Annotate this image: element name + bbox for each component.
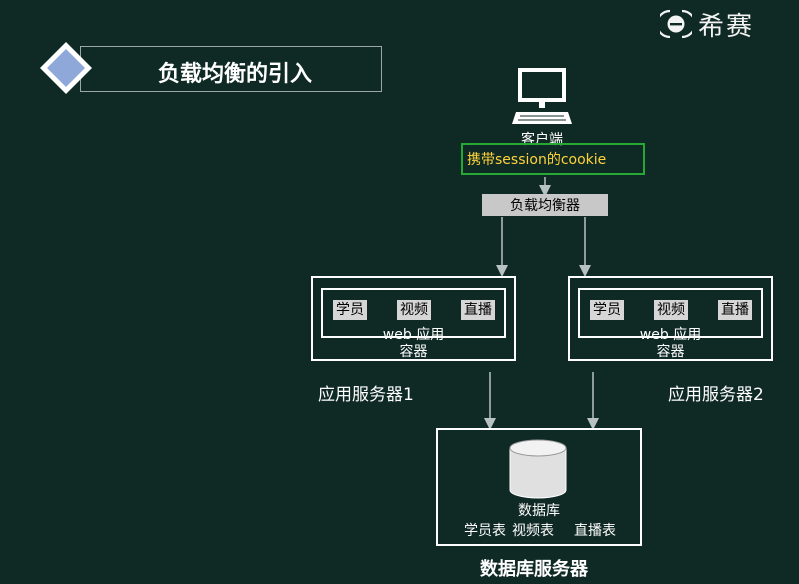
web-app-box-1: 学员 视频 直播 web 应用 — [321, 288, 506, 343]
title-bar — [80, 46, 382, 92]
cookie-note-box: 携带session的cookie — [461, 143, 645, 175]
module-chip: 视频 — [654, 300, 688, 320]
diamond-bullet-icon — [40, 42, 92, 94]
module-chip: 学员 — [590, 300, 624, 320]
module-chip: 学员 — [333, 300, 367, 320]
client-computer-icon — [512, 68, 572, 124]
app-server-2: 学员 视频 直播 web 应用 容器 — [568, 276, 773, 361]
container-label: 容器 — [399, 344, 428, 360]
database-cylinder-icon — [509, 439, 567, 499]
web-app-label: web 应用 — [639, 327, 702, 343]
slide-title: 负载均衡的引入 — [158, 62, 313, 87]
module-chip: 直播 — [461, 300, 495, 320]
database-server-box: 数据库 学员表视频表 直播表 — [436, 428, 642, 546]
table-item: 学员表 — [464, 523, 506, 539]
app-server-2-caption: 应用服务器2 — [668, 385, 764, 405]
web-app-box-2: 学员 视频 直播 web 应用 — [578, 288, 763, 343]
brand-name: 希赛 — [698, 11, 755, 42]
app-server-1: 学员 视频 直播 web 应用 容器 — [311, 276, 516, 361]
app-server-1-caption: 应用服务器1 — [318, 385, 414, 405]
module-chip: 直播 — [718, 300, 752, 320]
load-balancer-label: 负载均衡器 — [510, 198, 580, 214]
module-chip: 视频 — [397, 300, 431, 320]
cookie-note-text: 携带session的cookie — [467, 152, 607, 168]
table-item: 视频表 — [512, 523, 554, 539]
table-item: 直播表 — [574, 523, 616, 539]
web-app-label: web 应用 — [382, 327, 445, 343]
database-server-caption: 数据库服务器 — [480, 559, 588, 580]
slide-title-block: 负载均衡的引入 — [30, 38, 382, 100]
database-label: 数据库 — [518, 503, 560, 519]
container-label: 容器 — [656, 344, 685, 360]
database-tables: 学员表视频表 直播表 — [464, 520, 622, 540]
brand-logo-icon — [660, 9, 692, 39]
load-balancer-box: 负载均衡器 — [482, 194, 608, 216]
brand-logo: 希赛 — [660, 6, 790, 42]
